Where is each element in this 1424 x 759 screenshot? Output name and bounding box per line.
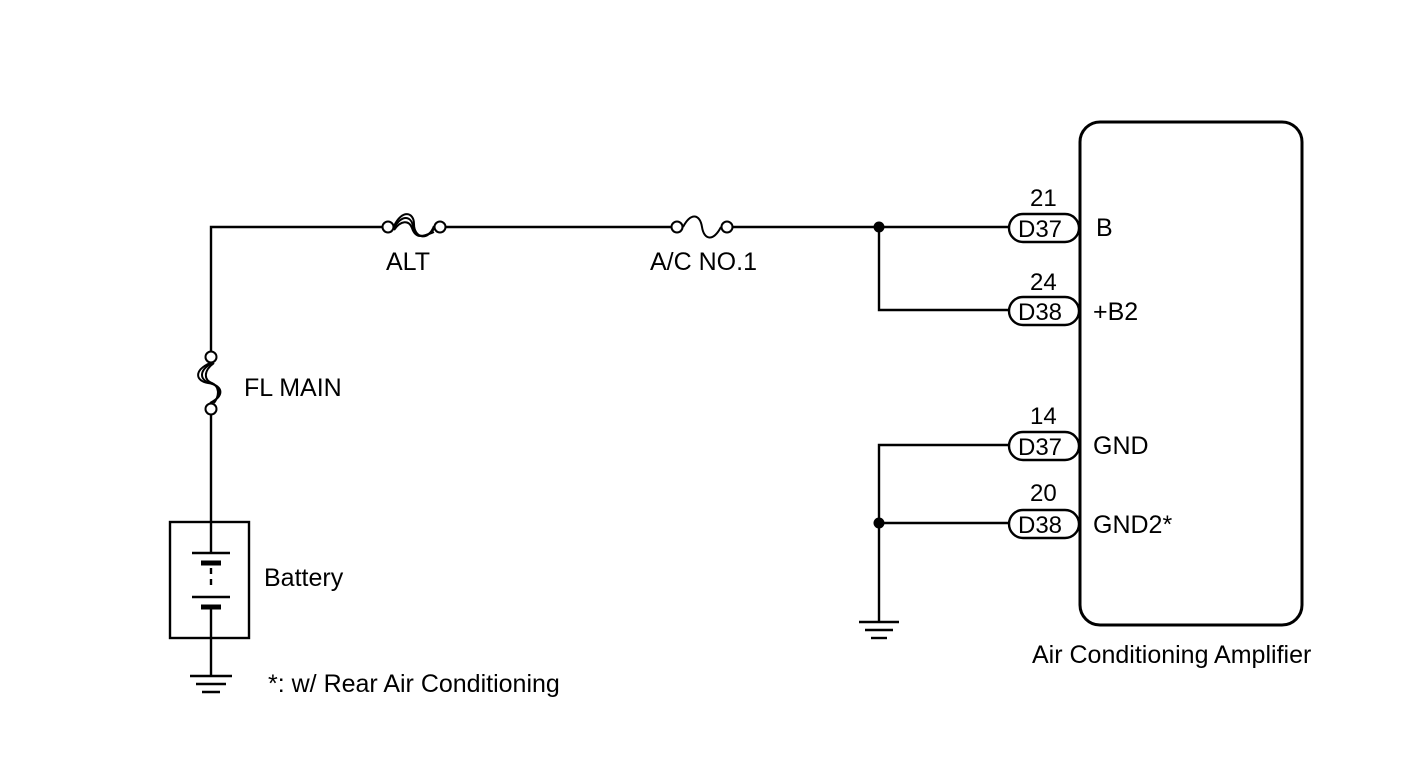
- alt-fuse-icon: [381, 213, 447, 238]
- wire-battery-to-alt: [209, 225, 388, 357]
- amplifier-label: Air Conditioning Amplifier: [1032, 641, 1311, 669]
- battery-label: Battery: [264, 564, 344, 592]
- pin-number: 14: [1030, 403, 1057, 430]
- connector-code: D37: [1018, 434, 1062, 461]
- connector-pin-b2: 24 D38 +B2: [1007, 269, 1138, 327]
- fl-main-fuse-icon: [197, 350, 222, 416]
- terminal-name: +B2: [1093, 298, 1138, 326]
- footnote: *: w/ Rear Air Conditioning: [268, 670, 560, 698]
- terminal-name: B: [1096, 214, 1113, 242]
- ac-fuse-icon: [670, 215, 734, 239]
- wire-branch-b2: [877, 227, 1010, 312]
- terminal-name: GND2*: [1093, 511, 1172, 539]
- battery-icon: [168, 520, 251, 640]
- pin-number: 21: [1030, 185, 1057, 212]
- connector-code: D38: [1018, 299, 1062, 326]
- amplifier-box: [1078, 120, 1304, 627]
- fuse-fl-label: FL MAIN: [244, 374, 342, 402]
- terminal-name: GND: [1093, 432, 1149, 460]
- junction-dot-ground: [873, 517, 885, 529]
- ground-icon: [859, 620, 899, 640]
- ground-wiring: [873, 443, 1010, 622]
- connector-pin-gnd2: 20 D38 GND2*: [1007, 480, 1172, 540]
- junction-dot-power: [873, 221, 885, 233]
- connector-shape: [1007, 430, 1081, 462]
- fuse-alt-label: ALT: [386, 248, 430, 276]
- connector-pin-b: 21 D37 B: [1007, 185, 1113, 244]
- connector-code: D38: [1018, 512, 1062, 539]
- pin-number: 20: [1030, 480, 1057, 507]
- power-wiring: [209, 221, 1010, 522]
- connector-shape: [1007, 295, 1081, 327]
- connector-shape: [1007, 508, 1081, 540]
- wire-gnd: [877, 443, 1010, 622]
- connector-shape: [1007, 212, 1081, 244]
- fuse-ac-label: A/C NO.1: [650, 248, 757, 276]
- pin-number: 24: [1030, 269, 1057, 296]
- connector-pin-gnd: 14 D37 GND: [1007, 403, 1149, 462]
- ground-icon: [190, 638, 232, 694]
- connector-code: D37: [1018, 216, 1062, 243]
